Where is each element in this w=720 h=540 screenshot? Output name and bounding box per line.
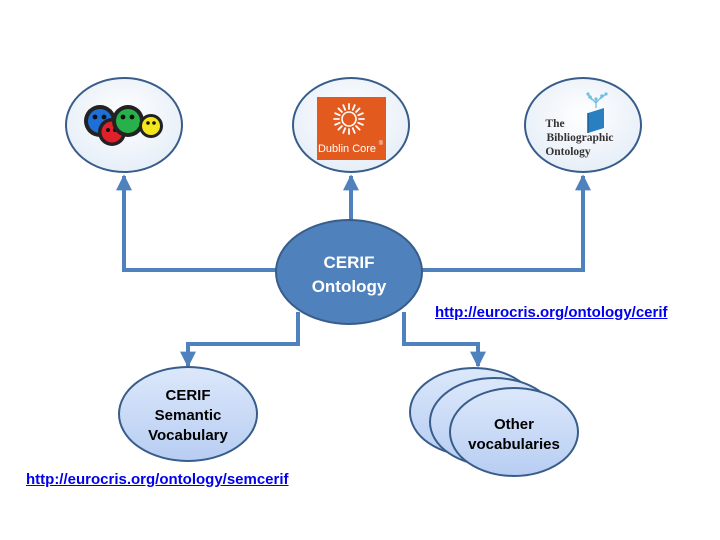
dublin-core-sunburst-icon <box>333 103 365 135</box>
bibo-node[interactable]: The Bibliographic Ontology <box>524 77 642 173</box>
cerif-ontology-node[interactable]: CERIF Ontology <box>275 219 423 325</box>
dublin-core-text: Dublin Core <box>318 143 376 155</box>
foaf-node[interactable] <box>65 77 183 173</box>
dublin-core-node[interactable]: Dublin Core ® <box>292 77 410 173</box>
foaf-logo-icon <box>84 105 163 146</box>
connector-to-bibo <box>418 174 591 272</box>
semantic-vocab-line2: Semantic <box>155 407 222 424</box>
other-vocab-line1: Other <box>494 416 534 433</box>
bibo-book-icon <box>586 92 608 133</box>
cerif-ontology-link[interactable]: http://eurocris.org/ontology/cerif <box>435 304 668 321</box>
connector-to-foaf <box>116 174 280 272</box>
bibo-label-line3: Ontology <box>545 146 591 158</box>
bibo-label-line2: Bibliographic <box>546 132 613 144</box>
semantic-vocabulary-node[interactable]: CERIF Semantic Vocabulary <box>118 366 258 462</box>
semantic-vocab-line3: Vocabulary <box>148 427 228 444</box>
center-label-line2: Ontology <box>312 277 387 296</box>
dublin-core-logo: Dublin Core ® <box>317 97 386 160</box>
connectors <box>116 174 591 368</box>
center-label-line1: CERIF <box>324 253 375 272</box>
semcerif-link[interactable]: http://eurocris.org/ontology/semcerif <box>26 471 289 488</box>
connector-to-other-vocab <box>402 312 486 368</box>
connector-to-semantic-vocab <box>180 312 300 368</box>
semantic-vocab-line1: CERIF <box>166 387 211 404</box>
bibo-label-line1: The <box>545 118 564 130</box>
other-vocabularies-node[interactable]: Other vocabularies <box>409 367 579 477</box>
other-vocab-line2: vocabularies <box>468 436 560 453</box>
registered-mark: ® <box>379 140 384 147</box>
